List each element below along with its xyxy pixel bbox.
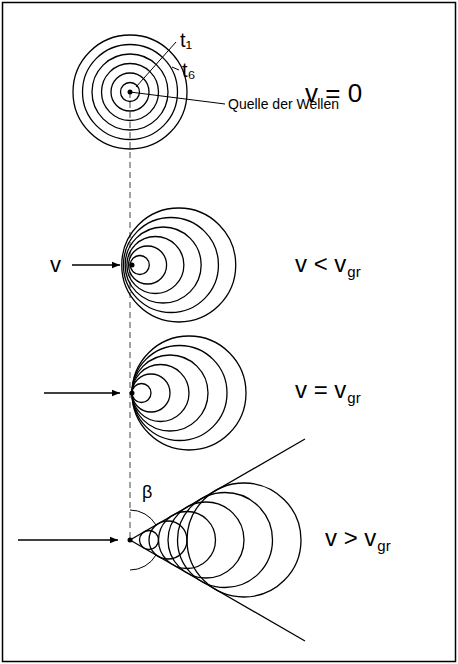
state-label: v < v — [295, 252, 346, 276]
dashed-axis — [130, 92, 131, 540]
state-label: v > v — [325, 526, 376, 550]
subscript: gr — [347, 390, 360, 405]
time-label: t₆ — [182, 60, 196, 80]
leader-line — [130, 92, 225, 104]
velocity-arrow — [72, 264, 120, 265]
velocity-label: v — [50, 254, 61, 276]
state-label: v = v — [295, 378, 346, 402]
leader-line — [172, 67, 179, 70]
mach-cone-line — [130, 540, 305, 641]
subscript: gr — [347, 264, 360, 279]
wavefronts-sonic — [132, 336, 246, 450]
mach-cone-line — [130, 439, 305, 540]
wavefronts-subsonic — [122, 208, 236, 322]
angle-arc — [130, 555, 156, 570]
angle-arc — [130, 510, 156, 525]
angle-label: β — [142, 483, 152, 501]
subscript: gr — [377, 538, 390, 553]
source-dot — [130, 263, 135, 268]
time-label: t₁ — [180, 30, 192, 50]
velocity-arrow — [18, 539, 118, 540]
frame — [3, 3, 456, 662]
source-dot — [130, 391, 135, 396]
velocity-arrow — [44, 392, 120, 393]
state-label: v = 0 — [305, 80, 362, 106]
wavefronts-supersonic — [140, 483, 302, 597]
leader-line — [136, 42, 176, 87]
